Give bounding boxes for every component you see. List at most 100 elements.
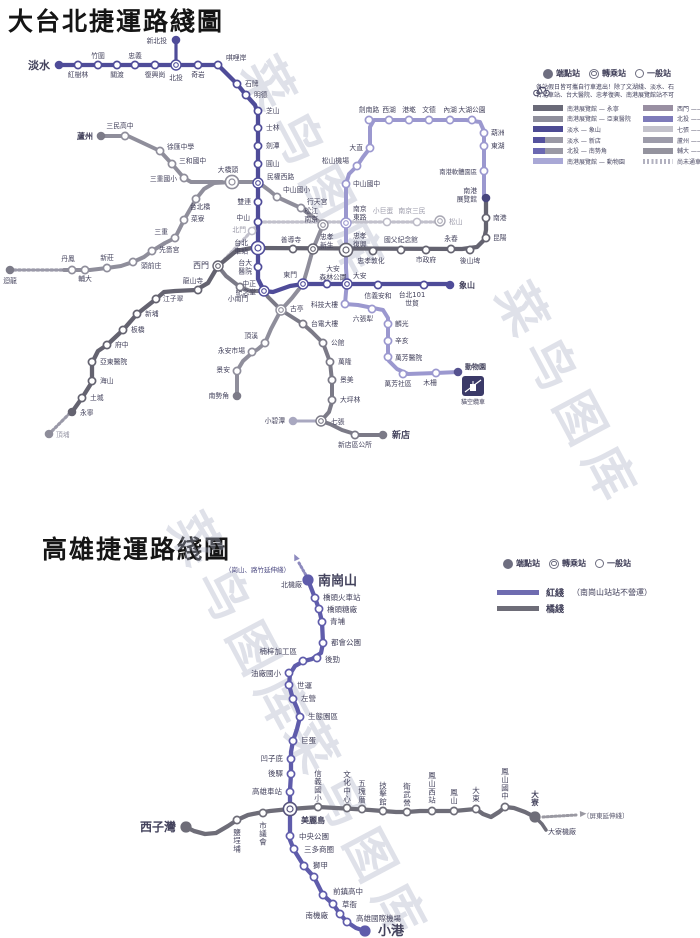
station-六張犁: 六張犁: [353, 304, 377, 323]
legend-line-entry: 北投 ——: [643, 114, 700, 125]
station-生態園區: 生態園區: [295, 711, 338, 722]
station-label: 菜寮: [191, 214, 205, 223]
station-label: 圓山: [266, 159, 280, 168]
station-鳳山西站: 鳳山西站: [427, 771, 437, 816]
station-label: 復興崗: [145, 70, 166, 79]
station-label: 明德: [254, 90, 268, 99]
extension-arrow: [579, 811, 587, 817]
station-松山機場: 松山機場: [322, 156, 362, 171]
station-萬隆: 萬隆: [325, 357, 352, 367]
station-東門: 東門: [283, 270, 309, 290]
station-永安市場: 永安市場: [218, 346, 257, 357]
legend-line-color-bar: [533, 115, 563, 122]
station-label: 三重: [154, 228, 168, 236]
station-label: 中山國中: [353, 179, 380, 188]
station-label: 永安市場: [218, 346, 245, 355]
station-南京三民: 南京三民: [398, 206, 426, 227]
station-市政府: 市政府: [416, 245, 436, 264]
station-label: 善導寺: [281, 235, 302, 244]
station-新埔: 新埔: [132, 309, 159, 319]
station-label: 象山: [459, 280, 475, 290]
station-label: 淡水: [28, 58, 51, 72]
station-鳳山: 鳳山: [449, 788, 459, 816]
station-大湖公園: 大湖公園: [458, 105, 486, 125]
legend-type-label: 轉乘站: [562, 559, 586, 568]
station-label: 南港軟體園區: [439, 167, 477, 176]
station-label: 生態園區: [308, 711, 338, 721]
station-海山: 海山: [87, 376, 114, 386]
station-label: 南港: [493, 213, 507, 222]
station-西門: 西門: [193, 260, 224, 272]
legend-line-color-bar: [497, 589, 539, 595]
station-〔屏東延伸綫〕: 〔屏東延伸綫〕: [583, 811, 629, 820]
legend-entry-label: 南港展覽館 — 永寧: [567, 105, 619, 113]
station-民權西路: 民權西路: [252, 172, 294, 189]
station-麟光: 麟光: [383, 319, 409, 329]
station-label: 行天宮: [307, 197, 328, 206]
station-新莊: 新莊: [100, 253, 114, 273]
legend-entry-label: 北投 ——: [677, 116, 700, 124]
station-label: 景安: [216, 365, 230, 374]
station-label: 台大醫院: [238, 258, 252, 275]
legend-line-橘綫: 橘綫: [497, 600, 652, 616]
station-辛亥: 辛亥: [383, 336, 409, 346]
station-label: 西湖: [382, 105, 396, 114]
station-label: 台北車站: [234, 238, 248, 255]
station-label: 鳳山: [450, 788, 458, 805]
station-label: 松山: [449, 217, 463, 226]
legend-entry-label: 西門 ——: [677, 105, 700, 113]
station-label: 草衙: [342, 899, 357, 909]
legend-line-color-bar: [643, 137, 673, 144]
station-高雄國際機場: 高雄國際機場: [342, 913, 401, 927]
station-橋頭糖廠: 橋頭糖廠: [314, 604, 357, 614]
station-label: 唭哩岸: [226, 53, 247, 62]
station-label: 國父紀念館: [384, 235, 418, 244]
legend-line-entry: 南港展覽館 — 永寧: [533, 103, 631, 114]
station: 中正紀念堂: [236, 279, 270, 297]
station-港墘: 港墘: [402, 105, 416, 125]
station-鳳山國中: 鳳山國中: [500, 767, 510, 812]
station-公館: 公館: [318, 338, 345, 348]
station-大坪林: 大坪林: [327, 395, 361, 405]
station-label: 南勢角: [209, 391, 229, 400]
legend-line-color-bar: [643, 126, 673, 133]
station-萬芳社區: 萬芳社區: [384, 369, 412, 388]
station-小港: 小港: [359, 923, 405, 938]
legend-type-terminal: 端點站: [503, 558, 540, 569]
station-label: 衛武營: [403, 781, 411, 807]
station-淡水: 淡水: [28, 58, 64, 72]
station-新北投: 新北投: [147, 35, 181, 45]
station-label: 中正紀念堂: [236, 279, 257, 296]
station-label: 海山: [100, 376, 114, 385]
station-楠梓加工區: 楠梓加工區: [260, 646, 308, 666]
station-左營: 左營: [288, 693, 316, 704]
station-label: 丹鳳: [61, 255, 75, 263]
station-label: 土城: [90, 393, 104, 402]
station-label: 高雄國際機場: [356, 913, 401, 923]
legend-line-entry: 蘆州 ——: [643, 135, 700, 146]
station-label: 技擊館: [379, 780, 387, 806]
station-label: 大寮機廠: [548, 827, 576, 836]
station-七張: 七張: [315, 415, 345, 427]
station-亞東醫院: 亞東醫院: [87, 357, 127, 367]
station-景美: 景美: [327, 375, 354, 385]
station-label: 巨蛋: [301, 736, 316, 745]
legend-entry-label: 淡水 — 新店: [567, 137, 601, 145]
station-label: 三多商圈: [304, 844, 334, 854]
legend-entry-label: 輔大 ——: [677, 148, 700, 156]
station-南機廠: 南機廠: [306, 909, 345, 920]
station: [309, 872, 319, 882]
station-label: 萬隆: [338, 357, 352, 366]
station-昆陽: 昆陽: [481, 233, 507, 243]
station-紅樹林: 紅樹林: [68, 60, 88, 79]
station-label: 楠梓加工區: [260, 646, 298, 656]
station-label: 北機廠: [281, 580, 302, 589]
station-劍潭: 劍潭: [253, 141, 280, 151]
transfer-station-icon: [589, 68, 599, 79]
station-label: 新莊: [100, 253, 114, 262]
station-雙連: 雙連: [237, 197, 263, 207]
station-三重國小: 三重國小: [150, 173, 189, 183]
line-red-ext-dash: [297, 561, 309, 579]
